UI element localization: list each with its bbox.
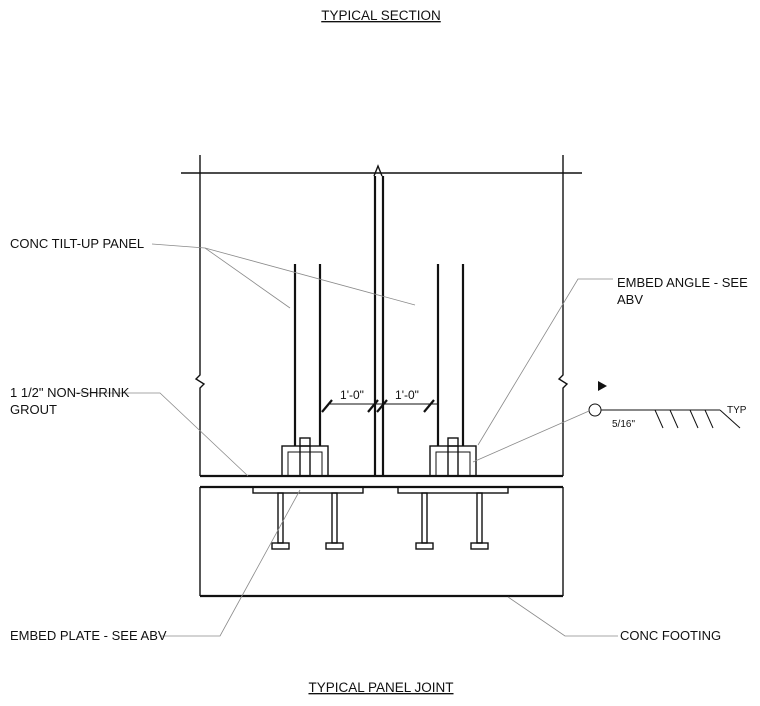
note-grout-line2: GROUT [10, 402, 57, 417]
embed-angle-left [281, 437, 329, 477]
panel-joint [373, 164, 385, 476]
section-title: TYPICAL SECTION [321, 8, 441, 23]
note-embed-angle-line1: EMBED ANGLE - SEE [617, 275, 748, 290]
dimension-lines [321, 399, 438, 413]
note-embed-angle-line2: ABV [617, 292, 643, 307]
rebar-left [293, 264, 322, 446]
note-grout-line1: 1 1/2" NON-SHRINK [10, 385, 130, 400]
note-embed-plate: EMBED PLATE - SEE ABV [10, 628, 167, 643]
grout-layer [200, 474, 563, 489]
weld-size: 5/16" [612, 419, 635, 430]
note-panel: CONC TILT-UP PANEL [10, 236, 144, 251]
weld-symbol [588, 381, 741, 429]
footing [199, 487, 564, 598]
panel-right-edge [557, 155, 569, 476]
dimension-left: 1'-0" [340, 388, 364, 402]
weld-note: TYP [727, 405, 747, 416]
panel-left-edge [194, 155, 206, 476]
embed-plate-right [397, 486, 509, 494]
detail-title: TYPICAL PANEL JOINT [308, 680, 453, 695]
rebar-right [436, 264, 465, 446]
embed-plate-left [252, 486, 364, 494]
anchor-studs [271, 492, 489, 550]
note-footing: CONC FOOTING [620, 628, 721, 643]
dimension-right: 1'-0" [395, 388, 419, 402]
leader-lines [75, 243, 618, 637]
